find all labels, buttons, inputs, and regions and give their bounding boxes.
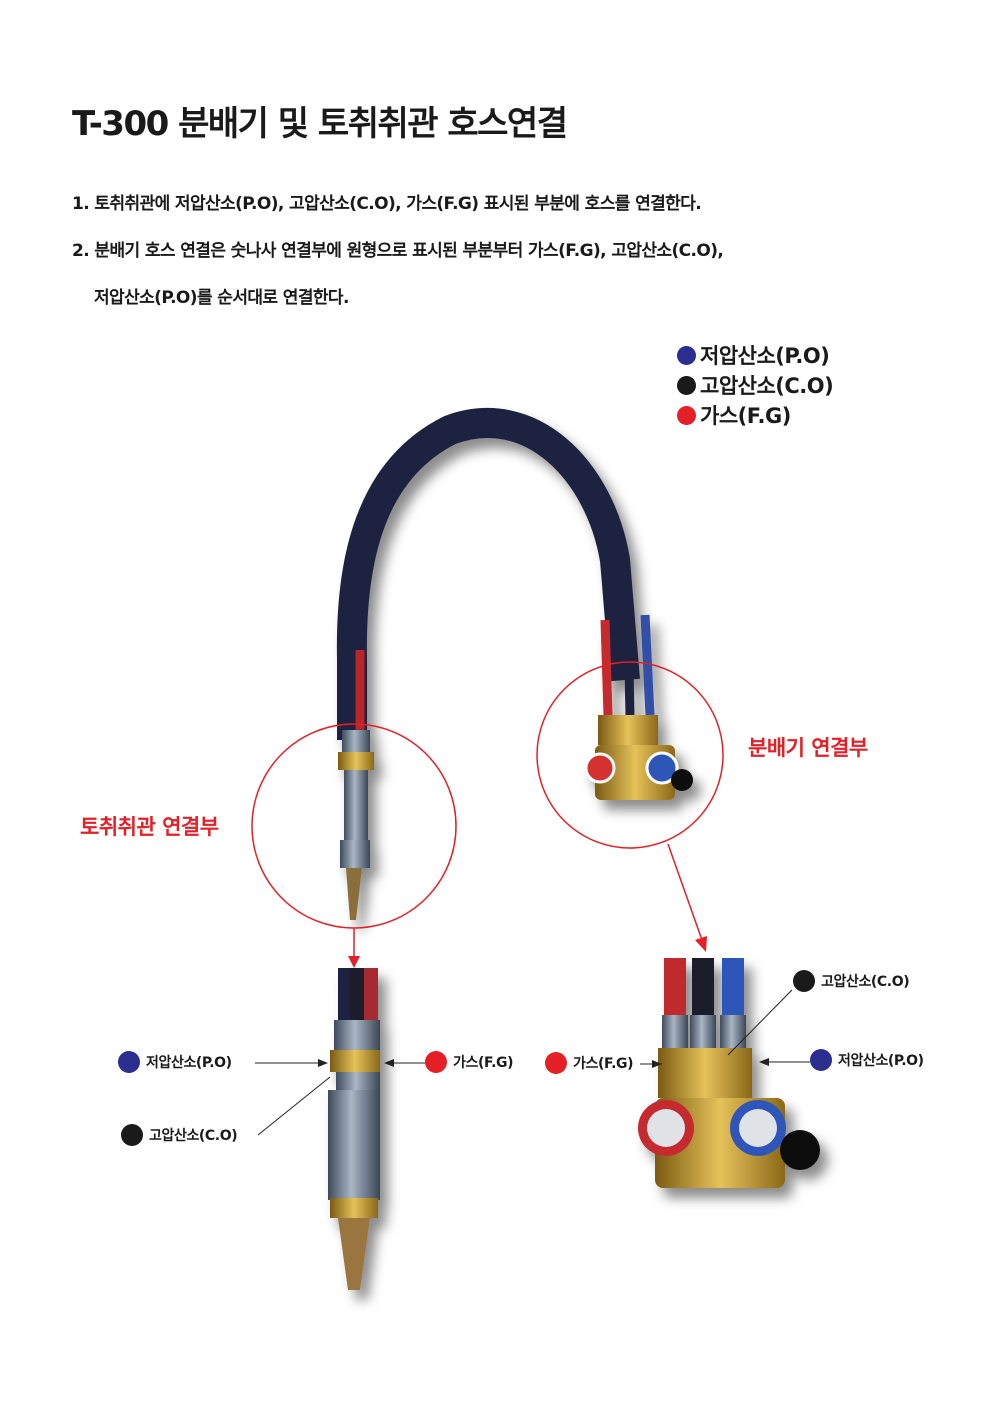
- torch-callout-po: 저압산소(P.O): [118, 1051, 232, 1073]
- callout-label: 고압산소(C.O): [149, 1128, 238, 1144]
- red-dot-icon: [677, 405, 696, 425]
- instruction-2-cont: 저압산소(P.O)를 순서대로 연결한다.: [94, 288, 349, 308]
- legend-item-co: 고압산소(C.O): [677, 370, 834, 400]
- torch-callout-fg: 가스(F.G): [425, 1051, 513, 1073]
- distributor-callout-fg: 가스(F.G): [545, 1052, 633, 1074]
- red-dot-icon: [545, 1052, 567, 1074]
- red-dot-icon: [425, 1051, 447, 1073]
- callout-label: 가스(F.G): [453, 1055, 514, 1071]
- instruction-1: 1. 토취취관에 저압산소(P.O), 고압산소(C.O), 가스(F.G) 표…: [72, 194, 702, 214]
- page-title: T-300 분배기 및 토취취관 호스연결: [72, 104, 568, 144]
- hose-assembly: [336, 408, 693, 920]
- callout-label: 저압산소(P.O): [146, 1055, 232, 1071]
- distributor-callout-co: 고압산소(C.O): [793, 970, 910, 992]
- black-dot-icon: [793, 970, 815, 992]
- blue-dot-icon: [118, 1051, 140, 1073]
- callout-label: 가스(F.G): [573, 1056, 634, 1072]
- arrow-line: [667, 843, 703, 941]
- arrow-head-icon: [695, 936, 707, 952]
- black-dot-icon: [121, 1124, 143, 1146]
- distributor-callout-po: 저압산소(P.O): [810, 1049, 924, 1071]
- distributor-highlight-circle: [536, 661, 724, 849]
- black-dot-icon: [677, 375, 696, 395]
- legend-label: 고압산소(C.O): [700, 374, 834, 398]
- distributor-detail: [638, 958, 820, 1188]
- torch-callout-co: 고압산소(C.O): [121, 1124, 238, 1146]
- callout-label: 고압산소(C.O): [821, 974, 910, 990]
- legend-item-po: 저압산소(P.O): [677, 340, 833, 370]
- distributor-connection-label: 분배기 연결부: [748, 736, 868, 760]
- legend-label: 가스(F.G): [700, 404, 791, 428]
- blue-dot-icon: [810, 1049, 832, 1071]
- callout-label: 저압산소(P.O): [838, 1053, 924, 1069]
- legend-label: 저압산소(P.O): [700, 344, 830, 368]
- legend-item-fg: 가스(F.G): [677, 400, 833, 430]
- arrow-head-icon: [348, 956, 360, 968]
- blue-dot-icon: [677, 345, 696, 365]
- torch-connection-label: 토취취관 연결부: [80, 815, 219, 839]
- instruction-2: 2. 분배기 호스 연결은 숫나사 연결부에 원형으로 표시된 부분부터 가스(…: [72, 241, 724, 261]
- torch-detail: [328, 968, 380, 1290]
- color-legend: 저압산소(P.O) 고압산소(C.O) 가스(F.G): [677, 340, 834, 430]
